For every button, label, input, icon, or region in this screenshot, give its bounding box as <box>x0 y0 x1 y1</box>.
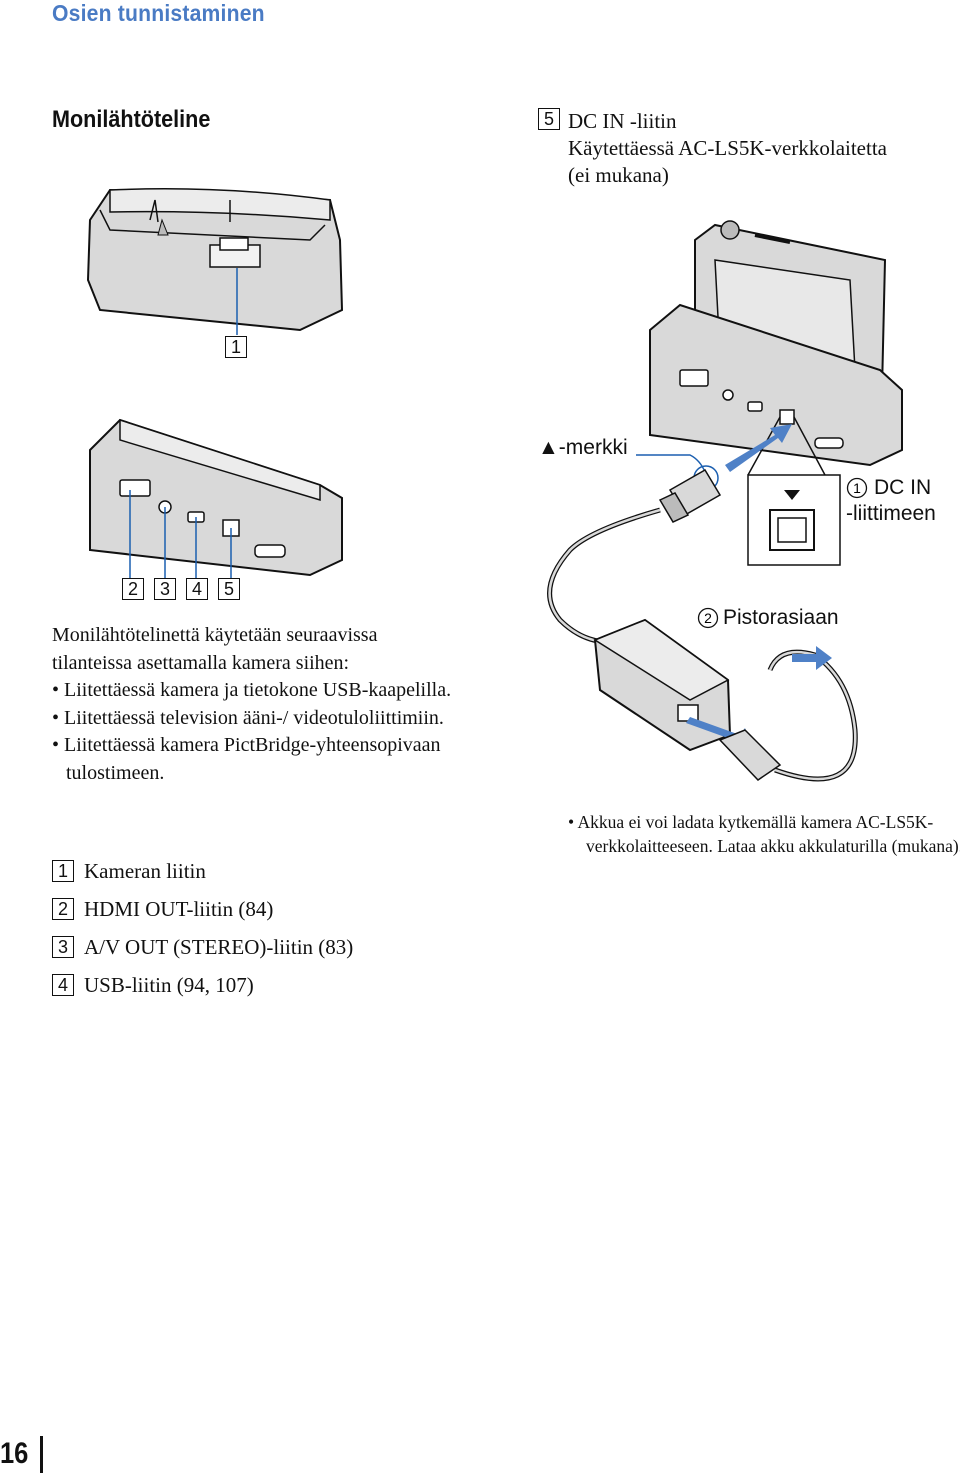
section-title: Monilähtöteline <box>52 106 211 133</box>
label-boxes-2345: 2 3 4 5 <box>122 578 240 600</box>
note-text: • Akkua ei voi ladata kytkemällä kamera … <box>568 812 960 856</box>
bullet-item: • Liitettäessä television ääni-/ videotu… <box>52 706 444 729</box>
step1-label: 1 DC IN -liittimeen <box>846 476 936 525</box>
label-1-box: 1 <box>225 336 247 358</box>
cradle-front-illustration <box>89 418 343 578</box>
cradle-top-illustration <box>86 188 344 335</box>
legend-item: 1 Kameran liitin <box>52 852 353 890</box>
page-number-bar <box>40 1436 43 1473</box>
mark-label: ▲-merkki <box>538 436 628 459</box>
page-number: 16 <box>0 1437 29 1470</box>
intro-line: Monilähtötelinettä käytetään seuraavissa <box>52 624 378 646</box>
callout-number-box: 5 <box>538 108 560 130</box>
section-header: Osien tunnistaminen <box>52 0 265 26</box>
camera-adapter-illustration <box>547 220 903 782</box>
legend-list: 1 Kameran liitin 2 HDMI OUT-liitin (84) … <box>52 852 353 1004</box>
step2-label: 2 Pistorasiaan <box>697 606 839 630</box>
legend-item: 4 USB-liitin (94, 107) <box>52 966 353 1004</box>
body-text: Monilähtötelinettä käytetään seuraavissa… <box>52 622 472 787</box>
step2-circle: 2 <box>697 607 719 629</box>
step1-circle: 1 <box>846 477 868 499</box>
svg-text:1: 1 <box>853 480 861 496</box>
bullet-item: • Liitettäessä kamera PictBridge-yhteens… <box>52 734 441 784</box>
callout-dc-in: 5 DC IN -liitin Käytettäessä AC-LS5K-ver… <box>538 108 887 189</box>
legend-item: 2 HDMI OUT-liitin (84) <box>52 890 353 928</box>
legend-item: 3 A/V OUT (STEREO)-liitin (83) <box>52 928 353 966</box>
svg-text:2: 2 <box>704 610 712 626</box>
bullet-item: • Liitettäessä kamera ja tietokone USB-k… <box>52 679 452 701</box>
intro-line: tilanteissa asettamalla kamera siihen: <box>52 651 350 674</box>
callout-text: DC IN -liitin Käytettäessä AC-LS5K-verkk… <box>568 109 887 187</box>
